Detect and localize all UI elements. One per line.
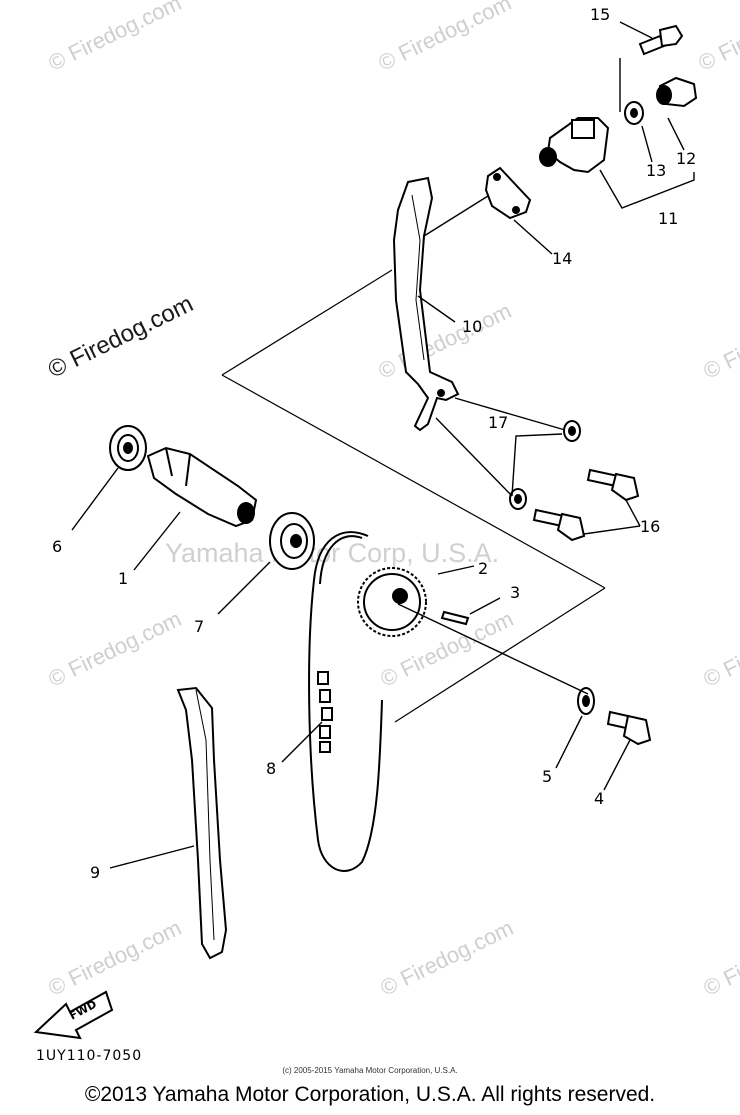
part-10-chain-guide xyxy=(392,176,460,432)
callout-13: 13 xyxy=(646,161,666,180)
copyright-footer: ©2013 Yamaha Motor Corporation, U.S.A. A… xyxy=(84,1083,656,1106)
part-12-plug-bolt xyxy=(656,76,698,108)
callout-10: 10 xyxy=(462,317,482,336)
callout-3: 3 xyxy=(510,583,520,602)
part-15-bolt xyxy=(638,24,684,56)
callout-9: 9 xyxy=(90,863,100,882)
part-4-bolt xyxy=(606,710,652,746)
part-7-bearing xyxy=(269,512,315,570)
part-8-cam-chain xyxy=(308,531,383,872)
callout-14: 14 xyxy=(552,249,572,268)
center-watermark: Yamaha Motor Corp, U.S.A. xyxy=(165,538,500,568)
callout-15: 15 xyxy=(590,5,610,24)
part-14-gasket xyxy=(484,166,532,220)
part-1-camshaft xyxy=(146,446,258,528)
callout-17: 17 xyxy=(488,413,508,432)
callout-8: 8 xyxy=(266,759,276,778)
part-2-cam-sprocket xyxy=(357,567,427,637)
callout-16: 16 xyxy=(640,517,660,536)
leader-lines xyxy=(71,21,695,869)
callout-1: 1 xyxy=(118,569,128,588)
callout-7: 7 xyxy=(194,617,204,636)
diagram-code: 1UY110-7050 xyxy=(36,1048,143,1064)
part-17-washers xyxy=(509,420,581,510)
part-13-washer xyxy=(624,101,644,125)
callout-4: 4 xyxy=(594,789,604,808)
callout-5: 5 xyxy=(542,767,552,786)
part-11-tensioner-assembly xyxy=(539,117,610,174)
callout-11: 11 xyxy=(658,209,678,228)
assembly-outline xyxy=(221,269,606,723)
part-5-washer xyxy=(577,687,595,715)
part-3-pin xyxy=(440,610,470,626)
callout-6: 6 xyxy=(52,537,62,556)
part-9-chain-guide xyxy=(176,686,228,960)
small-copyright: (c) 2005-2015 Yamaha Motor Corporation, … xyxy=(282,1066,458,1075)
fwd-arrow-icon: FWD xyxy=(33,990,114,1040)
part-6-bearing xyxy=(109,425,147,471)
callout-2: 2 xyxy=(478,559,488,578)
callout-12: 12 xyxy=(676,149,696,168)
part-16-bolts xyxy=(532,468,640,542)
